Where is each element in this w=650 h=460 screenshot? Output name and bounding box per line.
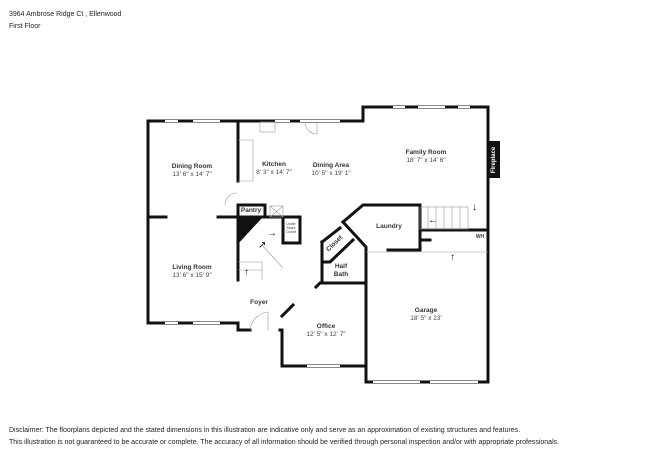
- label-pantry: Pantry: [240, 207, 262, 214]
- svg-text:↑: ↑: [450, 252, 455, 263]
- fixtures: [224, 121, 488, 331]
- disclaimer-line-2: This illustration is not guaranteed to b…: [9, 439, 560, 446]
- fireplace: Fireplace: [488, 141, 500, 178]
- label-water-heater: WH: [475, 234, 485, 240]
- label-foyer: Foyer: [250, 299, 268, 306]
- stair-arrows: ↑ ↗→ ← ↓ ↑: [244, 202, 477, 278]
- svg-text:↑: ↑: [244, 267, 249, 278]
- walls: [146, 105, 490, 384]
- address: 3964 Ambrose Ridge Ct , Ellenwood: [9, 11, 122, 18]
- floor-label: First Floor: [9, 23, 41, 30]
- svg-text:↗: ↗: [258, 240, 266, 251]
- svg-text:↓: ↓: [472, 202, 477, 213]
- label-half-bath: Half Bath: [333, 263, 349, 278]
- label-under-stairs-closet: Under Stairs Closet: [286, 222, 296, 234]
- stair-void: [237, 218, 262, 245]
- svg-text:←: ←: [428, 215, 438, 226]
- windows: [165, 106, 478, 383]
- disclaimer-line-1: Disclaimer: The floorplans depicted and …: [9, 427, 521, 434]
- svg-text:→: →: [267, 228, 277, 239]
- label-laundry: Laundry: [376, 223, 402, 230]
